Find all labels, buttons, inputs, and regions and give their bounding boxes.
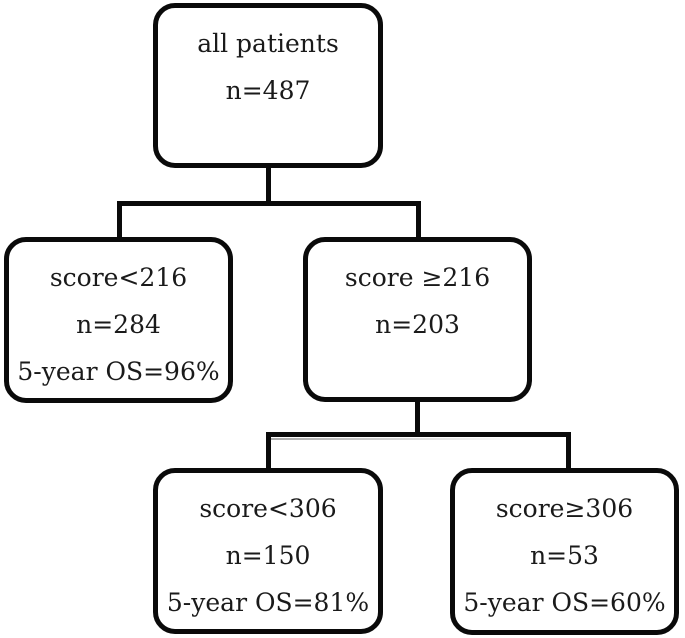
- node-survival: 5-year OS=81%: [166, 588, 370, 617]
- node-all-patients: all patients n=487: [153, 3, 383, 168]
- node-survival: 5-year OS=96%: [17, 357, 220, 386]
- node-title: score ≥216: [344, 263, 491, 292]
- node-count: n=53: [530, 541, 599, 570]
- node-title: score≥306: [495, 494, 634, 523]
- connector-level2-left-drop: [117, 201, 122, 239]
- connector-level3-shadow-artifact: [271, 438, 521, 440]
- node-score-ge-306: score≥306 n=53 5-year OS=60%: [450, 468, 679, 635]
- connector-level3-horizontal: [266, 432, 571, 437]
- node-score-lt-216: score<216 n=284 5-year OS=96%: [4, 237, 233, 403]
- node-title: score<216: [49, 263, 188, 292]
- connector-level3-left-drop: [266, 432, 271, 470]
- node-count: n=487: [225, 76, 311, 105]
- connector-ge216-stem: [415, 400, 420, 437]
- connector-root-stem: [266, 166, 271, 206]
- node-title: score<306: [199, 494, 337, 523]
- node-score-lt-306: score<306 n=150 5-year OS=81%: [153, 468, 383, 634]
- node-score-ge-216: score ≥216 n=203: [303, 237, 532, 402]
- node-count: n=150: [225, 541, 311, 570]
- node-count: n=203: [375, 310, 460, 339]
- connector-level2-right-drop: [416, 201, 421, 239]
- node-title: all patients: [197, 29, 339, 58]
- node-count: n=284: [76, 310, 161, 339]
- connector-level2-horizontal: [117, 201, 421, 206]
- connector-level3-right-drop: [566, 432, 571, 470]
- node-survival: 5-year OS=60%: [463, 588, 666, 617]
